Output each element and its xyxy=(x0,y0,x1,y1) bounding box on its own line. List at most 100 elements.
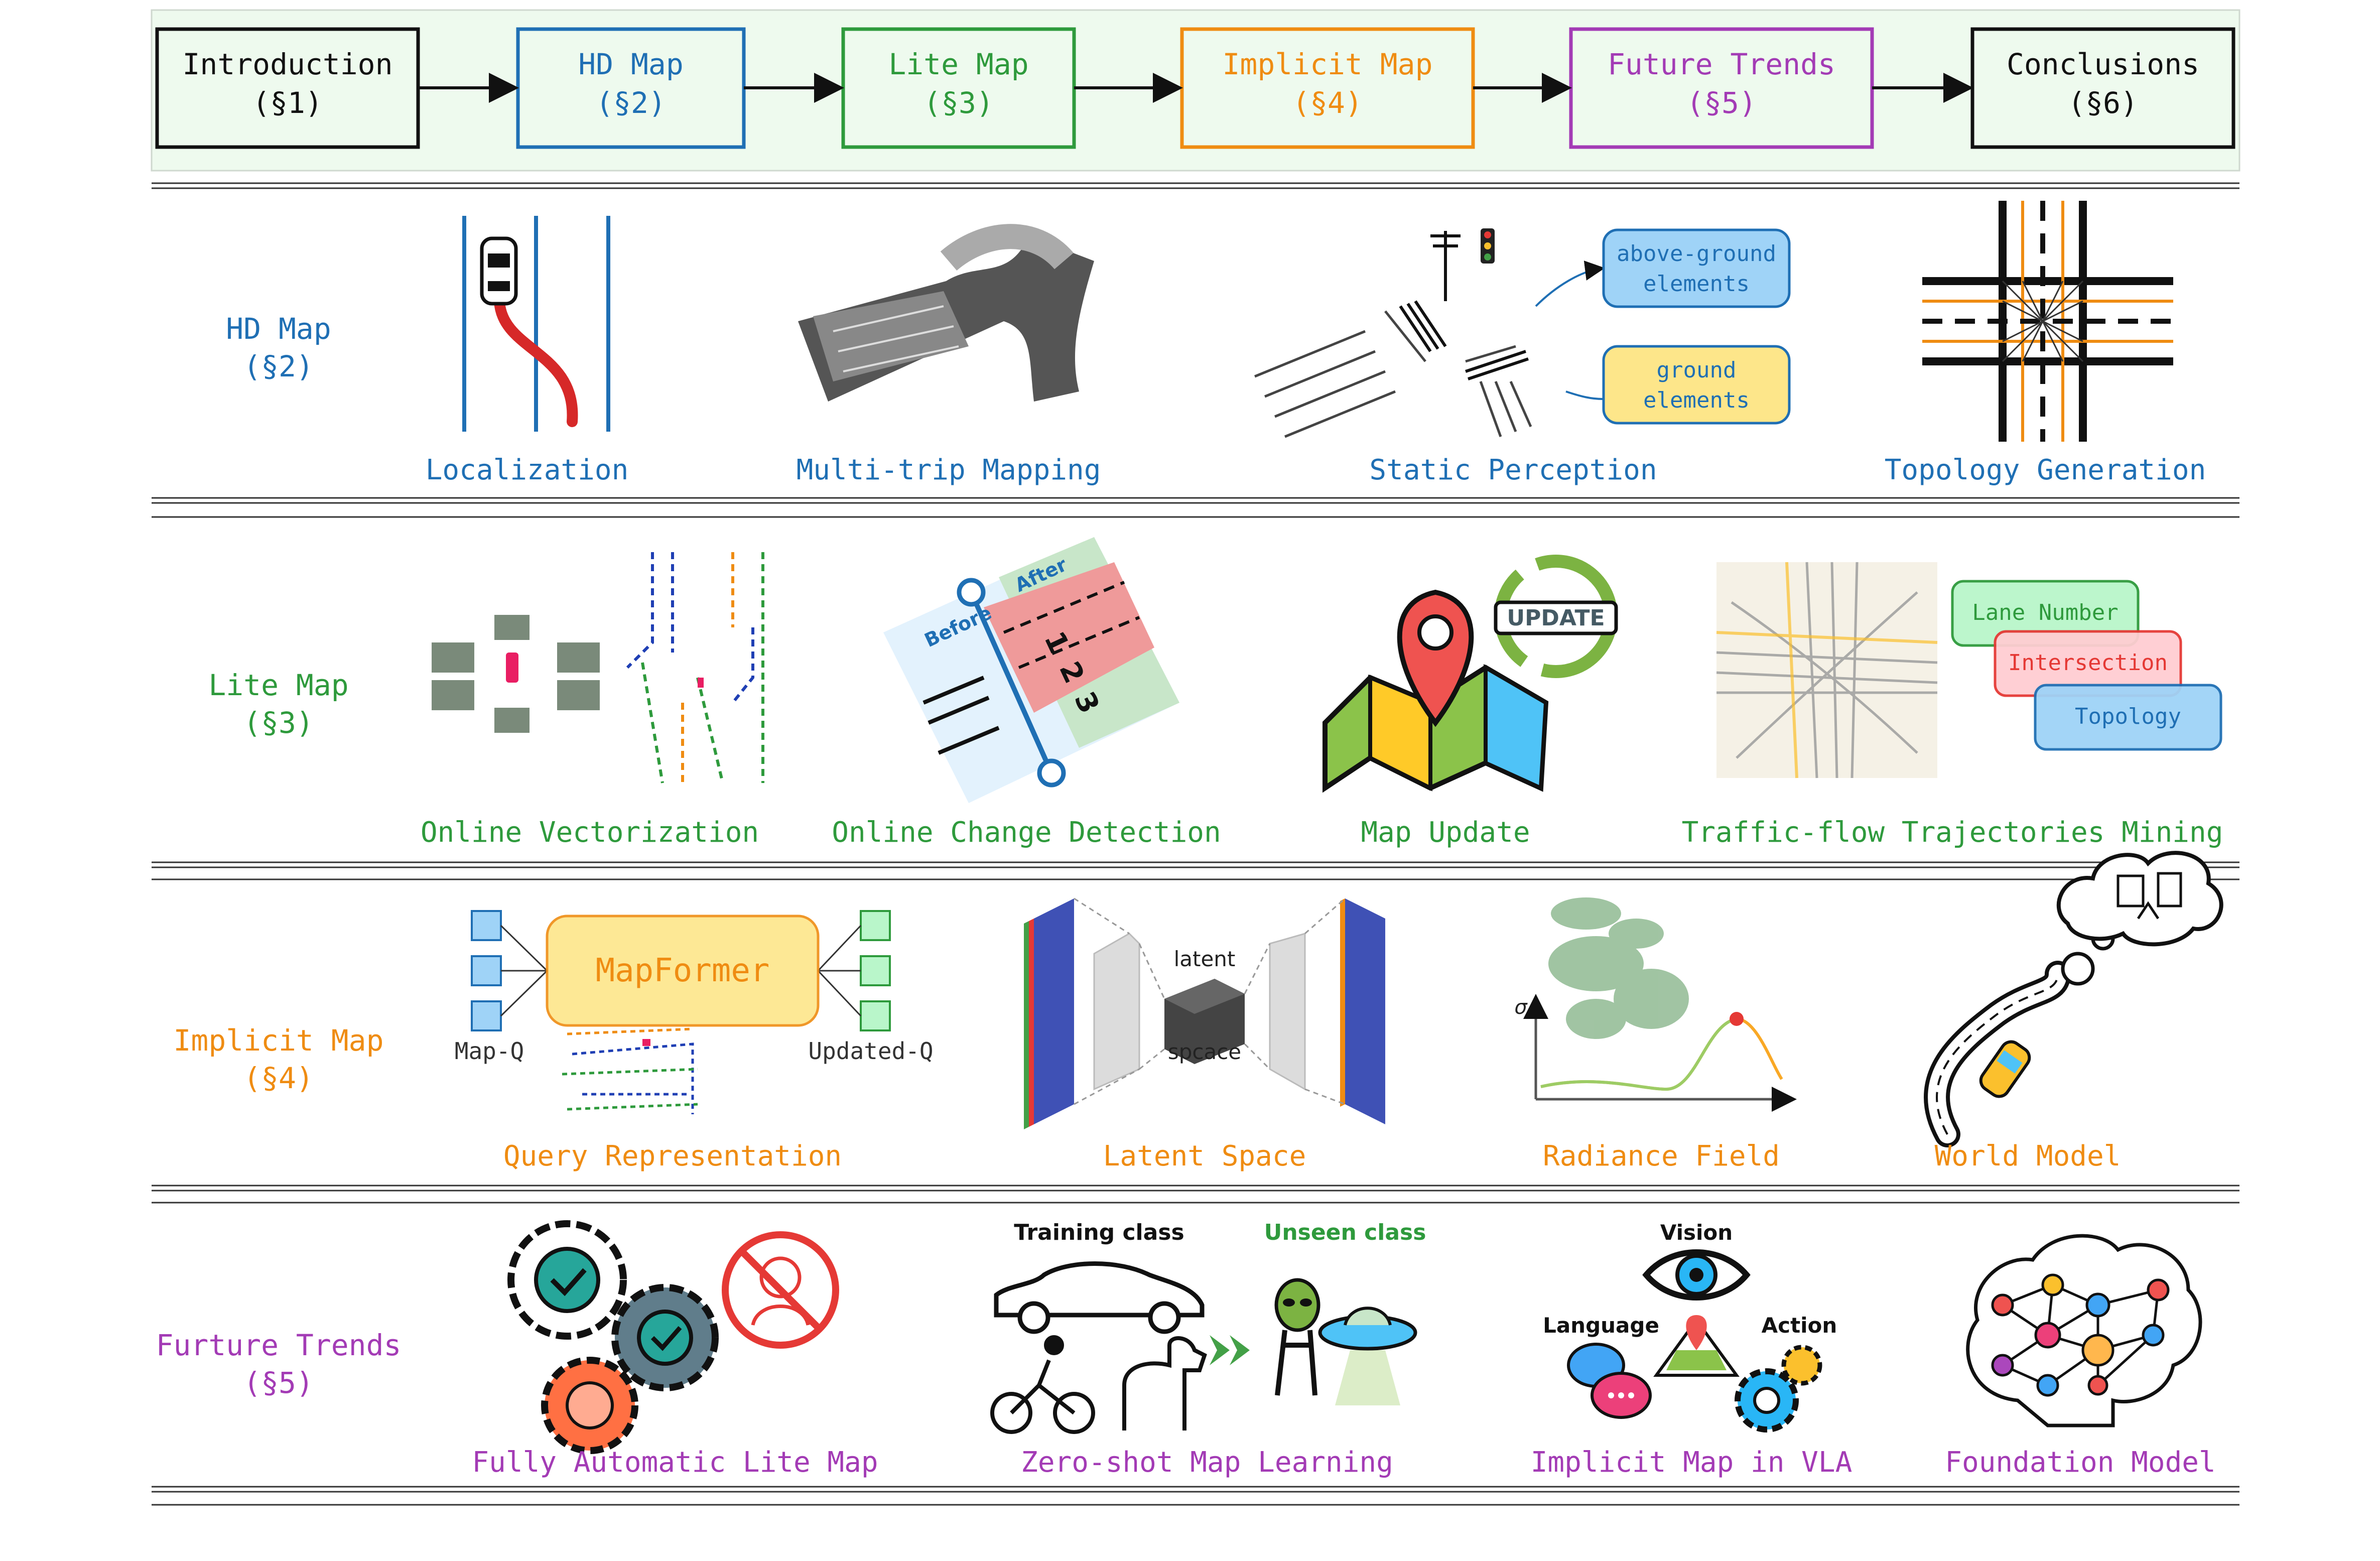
query-representation-illustration: MapFormer Map-Q Updated-Q xyxy=(455,910,934,1114)
chat-bubbles-icon xyxy=(1567,1343,1652,1419)
online-change-detection-illustration: Before After 1 2 3 xyxy=(883,537,1179,803)
tag-text: ground xyxy=(1657,357,1737,383)
online-vectorization-illustration xyxy=(432,552,764,784)
item-label: Implicit Map in VLA xyxy=(1531,1446,1853,1479)
flow-box-introduction: Introduction (§1) xyxy=(155,27,420,149)
flow-box-title: HD Map xyxy=(578,47,684,81)
vla-illustration: Vision Language Action xyxy=(1543,1220,1837,1433)
flow-box-implicit-map: Implicit Map (§4) xyxy=(1180,27,1475,149)
item-label: Static Perception xyxy=(1369,454,1657,486)
item-label: Fully Automatic Lite Map xyxy=(472,1446,878,1479)
item-label: Online Vectorization xyxy=(421,816,759,849)
ufo-icon xyxy=(1318,1307,1417,1405)
space-label: spcace xyxy=(1168,1039,1241,1064)
flow-box-title: Future Trends xyxy=(1608,47,1835,81)
flow-box-section: (§4) xyxy=(1292,86,1363,120)
row-lite-map: Lite Map (§3) xyxy=(208,537,2223,849)
item-label: Online Change Detection xyxy=(832,816,1221,849)
flow-box-section: (§1) xyxy=(252,86,323,120)
row-title: Implicit Map xyxy=(173,1023,383,1058)
tag-text: above-ground xyxy=(1617,241,1776,267)
fully-automatic-illustration xyxy=(507,1220,839,1454)
car-icon xyxy=(994,1261,1205,1334)
flow-box-title: Lite Map xyxy=(888,47,1028,81)
above-ground-tag xyxy=(1602,228,1791,308)
row-title: HD Map xyxy=(226,312,331,346)
updated-q-label: Updated-Q xyxy=(808,1037,933,1065)
location-pin-icon xyxy=(1397,589,1474,727)
traffic-flow-illustration: Lane Number Intersection Topology xyxy=(1716,562,2222,778)
flow-box-section: (§2) xyxy=(596,86,666,120)
item-label: Foundation Model xyxy=(1945,1446,2215,1479)
unseen-class-label: Unseen class xyxy=(1264,1220,1426,1245)
radiance-field-illustration: σ xyxy=(1514,897,1797,1112)
gear-check-icon xyxy=(611,1284,719,1391)
ego-car-icon xyxy=(506,653,518,683)
latent-space-illustration: latent spcace xyxy=(1024,897,1385,1129)
item-label: Latent Space xyxy=(1103,1140,1306,1173)
car-icon xyxy=(1979,1040,2031,1098)
world-model-illustration xyxy=(1924,851,2223,1147)
chevron-right-icon xyxy=(1210,1335,1250,1365)
topology-generation-illustration xyxy=(1922,201,2173,442)
map-q-label: Map-Q xyxy=(455,1037,524,1065)
item-label: World Model xyxy=(1935,1140,2121,1173)
row-title: Furture Trends xyxy=(156,1328,402,1362)
flow-box-section: (§3) xyxy=(923,86,994,120)
thought-cloud-icon xyxy=(2056,851,2223,986)
item-label: Localization xyxy=(426,454,629,486)
tag-text: elements xyxy=(1643,387,1750,413)
row-section: (§2) xyxy=(243,349,314,383)
item-label: Query Representation xyxy=(503,1140,842,1173)
vision-label: Vision xyxy=(1660,1220,1733,1245)
item-label: Traffic-flow Trajectories Mining xyxy=(1682,816,2223,849)
flow-box-future-trends: Future Trends (§5) xyxy=(1569,27,1874,149)
eye-icon xyxy=(1642,1249,1751,1300)
tag-text: elements xyxy=(1643,271,1750,297)
item-label: Radiance Field xyxy=(1543,1140,1780,1173)
tag-text: Lane Number xyxy=(1972,600,2118,625)
ground-tag xyxy=(1602,345,1791,425)
flow-box-conclusions: Conclusions (§6) xyxy=(1970,27,2235,149)
row-future-trends: Furture Trends (§5) xyxy=(156,1220,2216,1479)
gear-icon xyxy=(541,1357,638,1454)
localization-illustration xyxy=(462,216,610,432)
gear-icon xyxy=(1735,1345,1822,1433)
static-perception-illustration: above-ground elements ground elements xyxy=(1254,228,1791,438)
row-separators xyxy=(152,182,2239,1506)
crosswalk-marks xyxy=(1399,300,1529,380)
row-section: (§3) xyxy=(243,706,314,740)
foundation-model-illustration xyxy=(1966,1234,2202,1427)
language-label: Language xyxy=(1543,1313,1659,1338)
gear-check-icon xyxy=(507,1220,627,1340)
item-label: Zero-shot Map Learning xyxy=(1021,1446,1393,1479)
flow-box-title: Introduction xyxy=(182,47,392,81)
mapformer-block xyxy=(546,915,820,1027)
camera-views xyxy=(432,615,600,733)
flow-box-hd-map: HD Map (§2) xyxy=(516,27,746,149)
row-hd-map: HD Map (§2) Localization Multi-trip Mapp… xyxy=(226,201,2206,486)
update-label: UPDATE xyxy=(1507,605,1605,631)
row-section: (§4) xyxy=(243,1061,314,1095)
flow-box-section: (§5) xyxy=(1686,86,1757,120)
zero-shot-illustration: Training class Unseen class xyxy=(990,1220,1426,1434)
item-label: Multi-trip Mapping xyxy=(797,454,1101,486)
network-nodes xyxy=(1991,1273,2170,1397)
training-class-label: Training class xyxy=(1014,1220,1184,1245)
triangle-link xyxy=(1653,1317,1740,1377)
row-section: (§5) xyxy=(243,1366,314,1400)
latent-label: latent xyxy=(1174,947,1236,971)
tag-text: Intersection xyxy=(2008,650,2168,676)
action-label: Action xyxy=(1762,1313,1837,1338)
flow-box-title: Conclusions xyxy=(2007,47,2199,81)
item-label: Topology Generation xyxy=(1885,454,2206,486)
dog-icon xyxy=(1122,1336,1207,1430)
flow-box-title: Implicit Map xyxy=(1222,47,1432,81)
car-icon xyxy=(480,236,518,306)
multi-trip-mapping-illustration xyxy=(798,224,1094,402)
topology-tag xyxy=(2034,684,2222,751)
flow-box-lite-map: Lite Map (§3) xyxy=(841,27,1076,149)
no-worker-icon xyxy=(722,1231,839,1349)
tag-text: Topology xyxy=(2075,704,2181,729)
